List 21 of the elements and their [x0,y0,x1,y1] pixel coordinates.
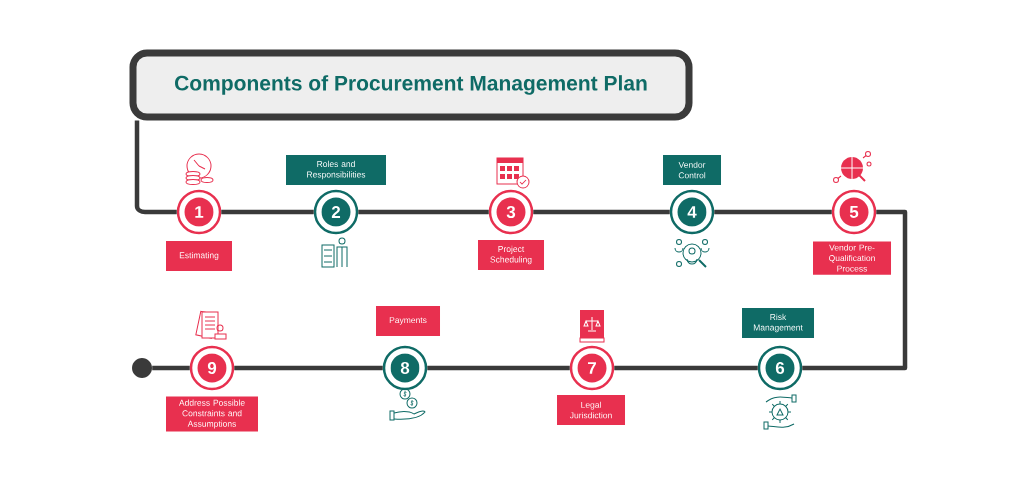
title-box: Components of Procurement Management Plan [129,49,693,121]
label-box: Legal Jurisdiction [557,395,625,425]
connector-line [714,209,832,215]
connector-line [802,209,908,371]
label-box: Project Scheduling [478,240,544,270]
label-box: Roles and Responsibilities [286,155,386,185]
connector-line [152,365,190,371]
connector-line [134,120,177,215]
label-box: Estimating [166,241,232,271]
connector-line [427,365,570,371]
label-box: Payments [376,306,440,336]
label-box: Address Possible Constraints and Assumptions [166,396,258,432]
label-box: Vendor Control [663,155,721,185]
label-box: Risk Management [742,308,814,338]
connector-line [533,209,670,215]
end-dot [132,358,152,378]
connector-line [221,209,314,215]
connector-line [614,365,758,371]
connector-line [358,209,489,215]
connector-line [234,365,383,371]
label-box: Vendor Pre-Qualification Process [813,241,891,275]
